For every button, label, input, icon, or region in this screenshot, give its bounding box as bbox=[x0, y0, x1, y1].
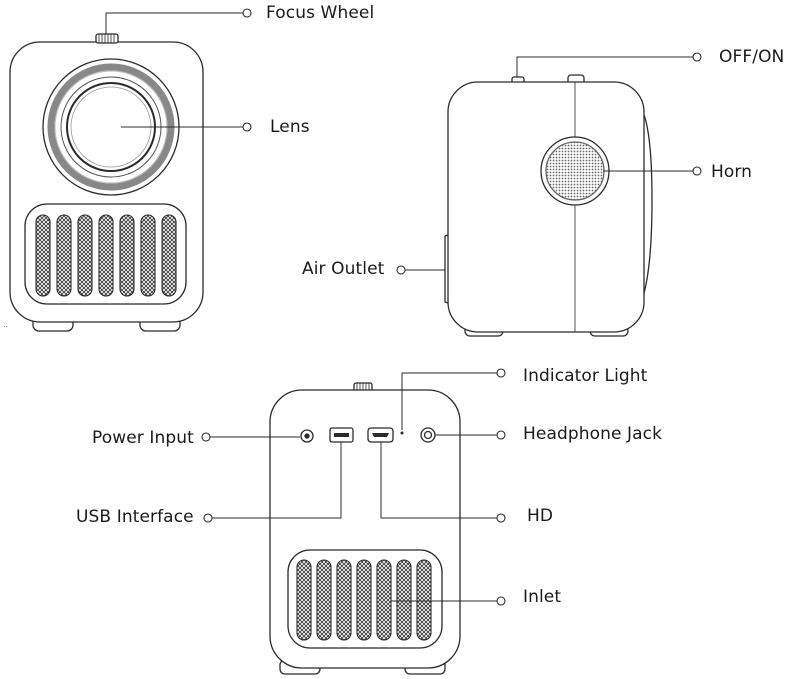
side-body bbox=[448, 82, 644, 332]
back-view bbox=[270, 383, 460, 674]
end-focus-wheel bbox=[243, 9, 251, 17]
label-horn: Horn bbox=[711, 162, 753, 182]
label-air-outlet: Air Outlet bbox=[302, 259, 385, 279]
label-usb-interface: USB Interface bbox=[76, 507, 194, 527]
leader-off-on bbox=[517, 57, 693, 77]
label-lens: Lens bbox=[270, 117, 310, 137]
back-grille-panel bbox=[288, 550, 442, 648]
label-focus-wheel: Focus Wheel bbox=[266, 3, 375, 23]
indicator-light-dot bbox=[400, 431, 404, 435]
speck: .. bbox=[3, 320, 8, 329]
end-hd bbox=[497, 514, 505, 522]
leader-lines bbox=[106, 13, 693, 601]
label-hd: HD bbox=[527, 506, 554, 526]
leader-indicator-light bbox=[402, 373, 497, 430]
end-indicator-light bbox=[497, 369, 505, 377]
label-indicator-light: Indicator Light bbox=[523, 366, 648, 386]
front-grille-panel bbox=[25, 204, 186, 304]
label-headphone-jack: Headphone Jack bbox=[523, 424, 663, 444]
end-inlet bbox=[497, 597, 505, 605]
side-view bbox=[445, 75, 652, 336]
front-view bbox=[10, 34, 203, 331]
end-headphone-jack bbox=[497, 431, 505, 439]
back-grille-slots bbox=[297, 560, 431, 640]
label-power-input: Power Input bbox=[92, 428, 194, 448]
end-usb-interface bbox=[204, 514, 212, 522]
label-off-on: OFF/ON bbox=[719, 47, 785, 67]
leader-end-circles bbox=[202, 9, 701, 605]
end-lens bbox=[243, 123, 251, 131]
end-horn bbox=[693, 167, 701, 175]
focus-wheel-knob bbox=[96, 34, 118, 43]
power-input-port bbox=[301, 430, 313, 442]
front-grille-slots bbox=[36, 215, 176, 296]
air-outlet-edge bbox=[445, 235, 448, 303]
end-off-on bbox=[693, 53, 701, 61]
leader-hd bbox=[381, 442, 497, 518]
label-inlet: Inlet bbox=[523, 587, 562, 607]
leader-usb-interface bbox=[212, 442, 341, 518]
horn-speaker-grille bbox=[546, 142, 604, 200]
end-power-input bbox=[202, 433, 210, 441]
end-air-outlet bbox=[397, 266, 405, 274]
leader-focus-wheel bbox=[106, 13, 243, 34]
